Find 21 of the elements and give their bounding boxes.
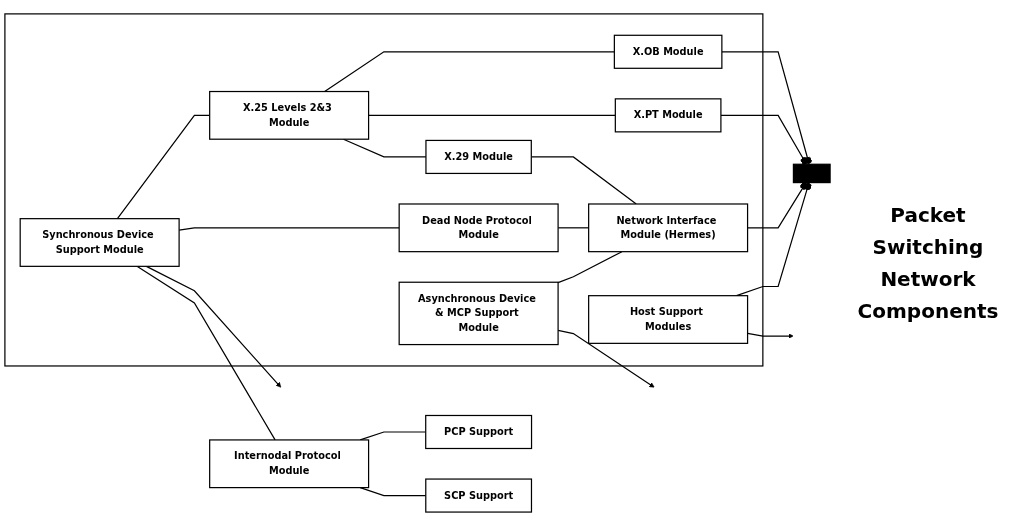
caption-text: Packet Switching Network Components: [856, 202, 1000, 325]
module-box: Dead Node Protocol Module: [398, 203, 559, 253]
module-box: Asynchronous Device & MCP Support Module: [398, 281, 559, 346]
connector-line: [368, 114, 616, 116]
connector-line: [324, 51, 615, 93]
module-box: X.OB Module: [613, 34, 723, 69]
connector-line: [720, 114, 809, 165]
module-box: Host Support Modules: [588, 295, 749, 344]
connector-line: [721, 51, 812, 165]
connector-line: [557, 251, 623, 284]
module-box: Network Interface Module (Hermes): [588, 203, 749, 253]
connector-line: [136, 265, 276, 441]
module-box: PCP Support: [425, 414, 533, 450]
arrow: [145, 265, 282, 388]
module-box: Internodal Protocol Module: [209, 439, 370, 489]
bus-bar: [792, 163, 831, 184]
module-box: X.25 Levels 2&3 Module: [209, 90, 370, 140]
module-box: X.29 Module: [425, 139, 532, 175]
module-box: SCP Support: [425, 478, 533, 513]
module-box: X.PT Module: [614, 98, 722, 133]
module-box: Synchronous Device Support Module: [19, 218, 180, 267]
